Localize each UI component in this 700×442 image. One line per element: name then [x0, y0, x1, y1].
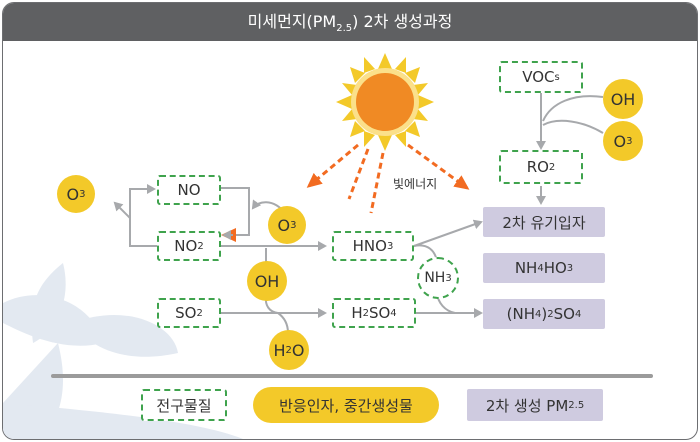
plant-background-illustration: [3, 263, 243, 439]
sun-icon: [336, 53, 434, 151]
legend-divider: [51, 374, 653, 378]
sunlight-energy-label: 빛에너지: [393, 177, 438, 191]
legend-reactant: 반응인자, 중간생성물: [253, 387, 439, 423]
legend-precursor: 전구물질: [141, 389, 227, 421]
reactant-oh-mid: OH: [247, 261, 287, 301]
product-secondary-organic-particles: 2차 유기입자: [483, 207, 605, 237]
reactant-oh-top: OH: [603, 79, 643, 119]
precursor-no: NO: [157, 175, 221, 205]
reaction-arrows: [113, 53, 604, 334]
diagram-title: 미세먼지(PM2.5) 2차 생성과정: [3, 3, 697, 41]
